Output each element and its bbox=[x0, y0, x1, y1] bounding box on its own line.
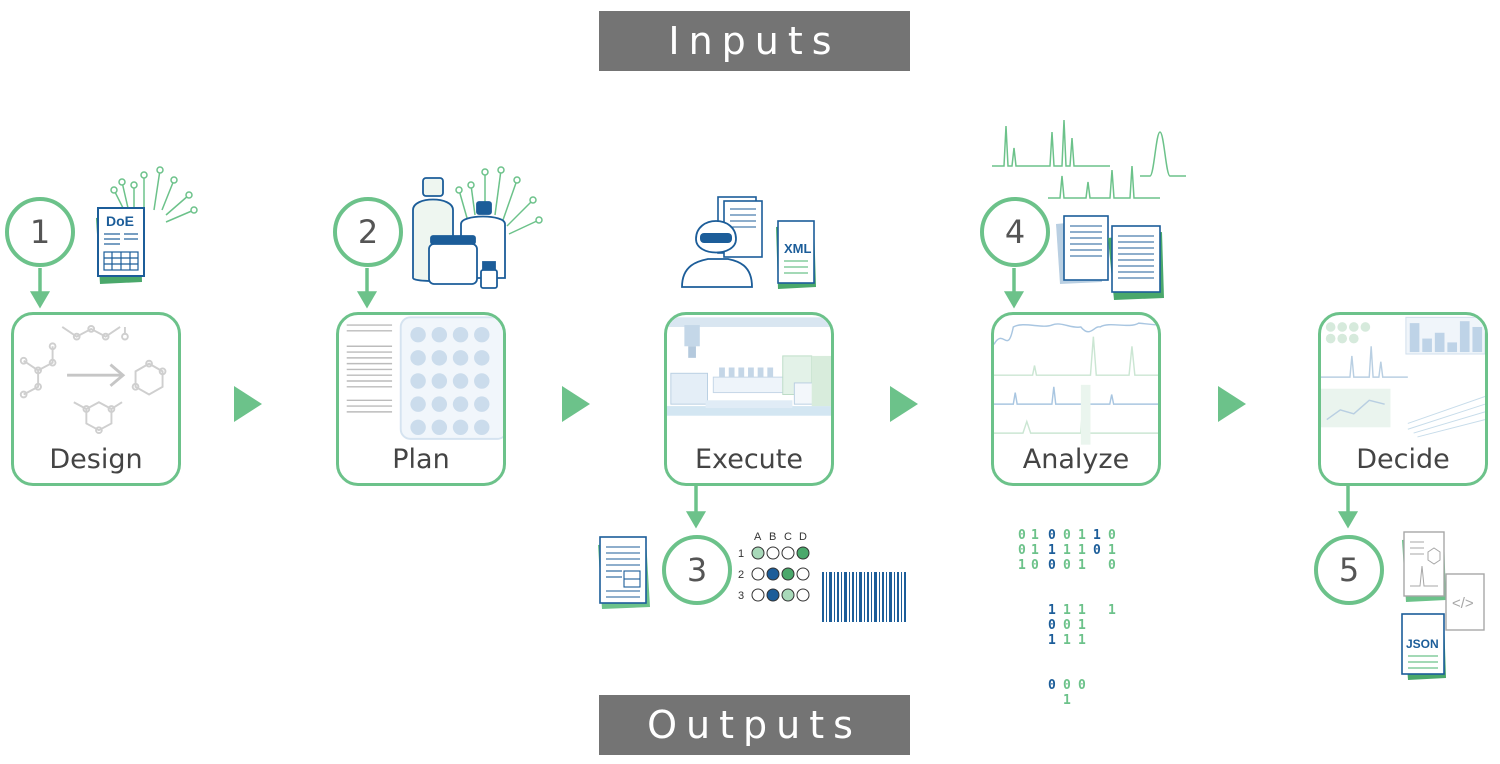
stage-analyze: Analyze bbox=[991, 312, 1161, 486]
step-2-badge: 2 bbox=[333, 197, 403, 267]
plate-row-label: 1 bbox=[738, 548, 744, 560]
inputs-banner: Inputs bbox=[599, 11, 910, 71]
plate-row-label: 2 bbox=[738, 569, 744, 581]
stage-decide: Decide bbox=[1318, 312, 1488, 486]
doe-document-icon: DoE bbox=[96, 166, 198, 284]
stage-execute: Execute bbox=[664, 312, 834, 486]
step-5-badge: 5 bbox=[1314, 535, 1384, 605]
plate-col-label: B bbox=[769, 531, 776, 543]
flow-arrow bbox=[1218, 386, 1246, 422]
barcode-icon bbox=[822, 572, 906, 622]
step-4-badge: 4 bbox=[980, 197, 1050, 267]
lab-robot-icon bbox=[667, 317, 831, 416]
reagent-bottles-icon bbox=[412, 166, 543, 289]
stage-label: Execute bbox=[695, 444, 803, 475]
outputs-banner: Outputs bbox=[599, 695, 910, 755]
json-label: JSON bbox=[1406, 637, 1439, 651]
flow-arrow bbox=[562, 386, 590, 422]
flow-arrow bbox=[234, 386, 262, 422]
spectra-icon bbox=[994, 322, 1158, 445]
stage-label: Decide bbox=[1356, 444, 1450, 475]
stage-label: Plan bbox=[392, 444, 450, 475]
step-1-badge: 1 bbox=[5, 197, 75, 267]
spectra-documents-icon bbox=[992, 119, 1186, 300]
plate-layout-icon bbox=[346, 316, 503, 440]
code-label: </> bbox=[1452, 595, 1474, 612]
plate-col-label: C bbox=[784, 531, 792, 543]
well-plate-icon: A B C D 1 2 3 bbox=[738, 531, 810, 602]
doe-label: DoE bbox=[106, 213, 134, 229]
stage-design: Design bbox=[11, 312, 181, 486]
stage-label: Analyze bbox=[1022, 444, 1130, 475]
scientist-xml-icon: XML bbox=[681, 196, 816, 289]
flow-arrow bbox=[890, 386, 918, 422]
output-files-icon: </> JSON bbox=[1401, 531, 1485, 680]
stage-label: Design bbox=[49, 444, 143, 475]
step-3-badge: 3 bbox=[662, 535, 732, 605]
molecule-reaction-icon bbox=[19, 325, 167, 435]
plate-col-label: A bbox=[754, 531, 762, 543]
report-document-icon bbox=[598, 536, 650, 609]
dashboard-icon bbox=[1321, 316, 1485, 438]
plate-col-label: D bbox=[799, 531, 807, 543]
stage-plan: Plan bbox=[336, 312, 506, 486]
plate-row-label: 3 bbox=[738, 590, 744, 602]
xml-label: XML bbox=[784, 241, 812, 256]
